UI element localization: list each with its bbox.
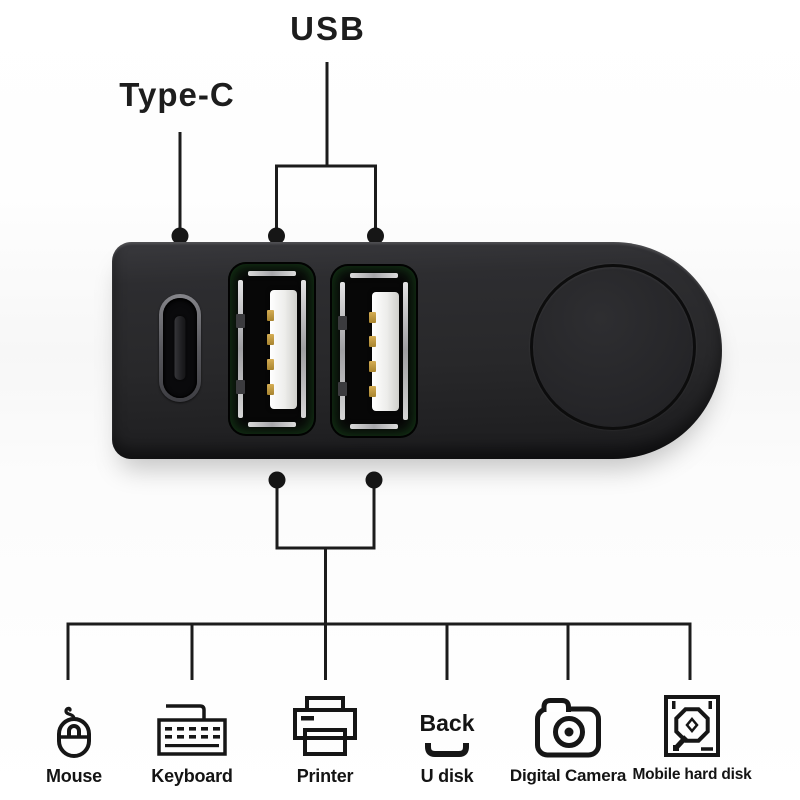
device-label: Mouse: [45, 766, 102, 786]
device-bus-line: [66, 622, 692, 680]
usb2-contact: [369, 336, 376, 347]
usb1-contact: [267, 359, 274, 370]
icon-box: Back: [419, 692, 475, 758]
icon-box: [292, 692, 358, 758]
usb2-shell-bottom: [350, 424, 398, 429]
connected-device-hdd: Mobile hard disk: [617, 692, 767, 784]
device-label: Digital Camera: [509, 766, 627, 785]
icon-box: [156, 692, 228, 758]
digital-camera-icon: [535, 698, 601, 758]
usb1-tongue: [270, 290, 297, 409]
device-label: U disk: [420, 766, 474, 786]
u-disk-back-text: Back: [419, 710, 475, 736]
u-disk-icon-stack: Back: [419, 710, 475, 758]
usb2-shell-top: [350, 273, 398, 278]
device-label: Mobile hard disk: [632, 766, 752, 783]
keyboard-icon: [157, 704, 227, 756]
connected-device-camera: Digital Camera: [493, 692, 643, 786]
connected-device-udisk: Back U disk: [372, 692, 522, 787]
device-label: Printer: [296, 766, 354, 786]
usb1-contact: [267, 310, 274, 321]
usb2-shell-right: [403, 282, 408, 420]
u-disk-icon: [424, 743, 469, 757]
usb2-contact: [369, 361, 376, 372]
cap-groove: [530, 264, 696, 430]
usb-label: USB: [290, 10, 366, 47]
usb2-shell-left: [340, 282, 345, 420]
icon-box: [535, 692, 601, 758]
connected-device-mouse: Mouse: [0, 692, 149, 787]
usb2-tongue: [372, 292, 399, 411]
usb-bracket-bottom: [275, 484, 376, 550]
type-c-port: [159, 294, 201, 402]
usb2-contact: [369, 312, 376, 323]
usb2-contact: [369, 386, 376, 397]
usb2-spring-tab: [338, 382, 347, 396]
printer-icon: [293, 696, 357, 756]
usb-bracket-top: [275, 164, 377, 228]
usb1-shell-left: [238, 280, 243, 418]
usb2-spring-tab: [338, 316, 347, 330]
dot-out-2: [365, 471, 383, 489]
usb-port-1: [228, 262, 316, 436]
connected-device-printer: Printer: [250, 692, 400, 787]
icon-box: [663, 692, 721, 758]
usb1-contact: [267, 384, 274, 395]
usb1-shell-bottom: [248, 422, 296, 427]
usb1-spring-tab: [236, 380, 245, 394]
dot-out-1: [268, 471, 286, 489]
usb1-spring-tab: [236, 314, 245, 328]
type-c-label: Type-C: [119, 76, 235, 113]
type-c-tongue: [174, 316, 186, 380]
usb-port-2: [330, 264, 418, 438]
usb1-contact: [267, 334, 274, 345]
usb1-shell-right: [301, 280, 306, 418]
mouse-icon: [57, 706, 91, 758]
type-c-port-cavity: [163, 298, 197, 398]
icon-box: [56, 692, 92, 758]
usb-hub-device: [112, 242, 722, 459]
connected-device-keyboard: Keyboard: [117, 692, 267, 787]
usb1-shell-top: [248, 271, 296, 276]
device-label: Keyboard: [151, 766, 233, 786]
mobile-hard-disk-icon: [664, 695, 720, 757]
